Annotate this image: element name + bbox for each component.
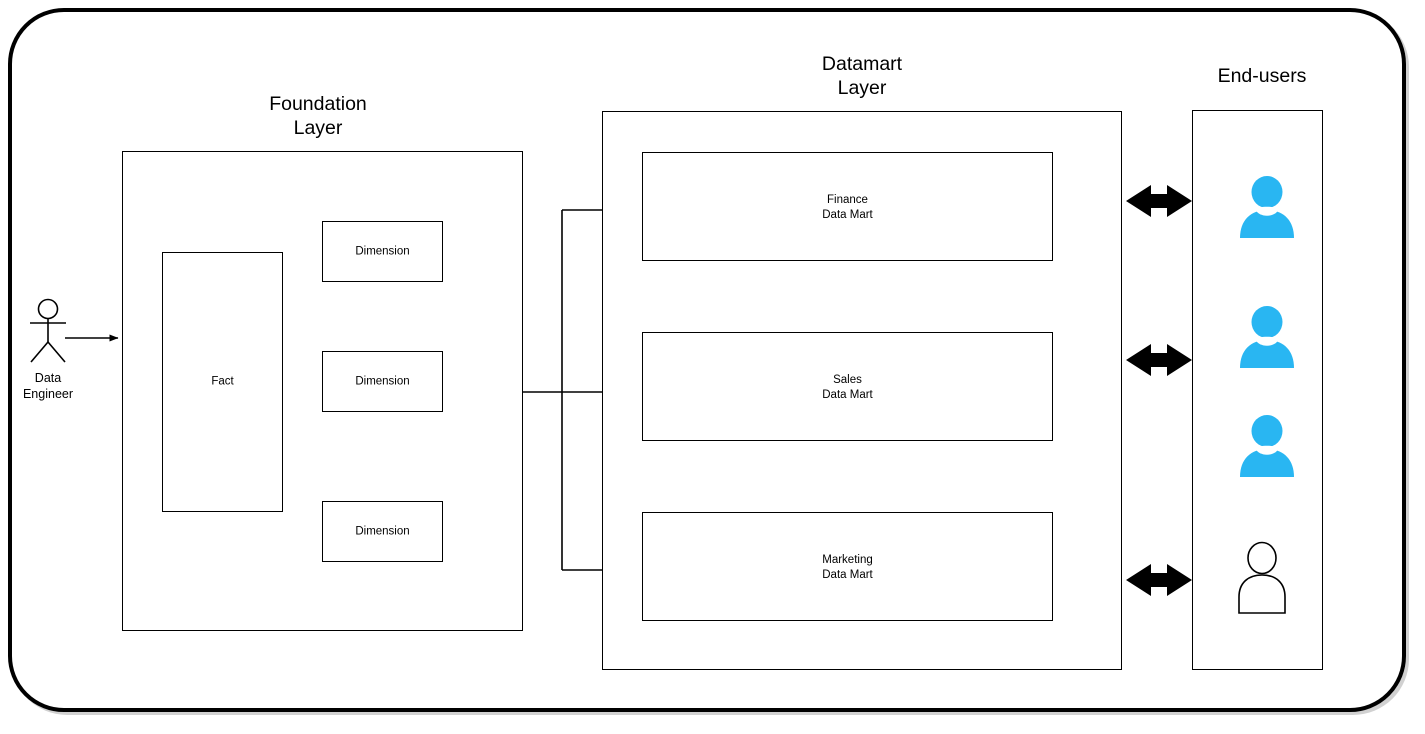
foundation-layer-title: Foundation Layer [269,93,367,139]
outer-frame [8,8,1406,712]
sales-data-mart[interactable]: Sales Data Mart [642,332,1053,441]
data-engineer-caption: Data Engineer [22,371,74,401]
dimension-box-3-label: Dimension [355,525,410,537]
marketing-data-mart[interactable]: Marketing Data Mart [642,512,1053,621]
dimension-box-2[interactable]: Dimension [322,351,443,412]
user-icon-filled-2 [1237,306,1297,368]
finance-data-mart-label: Finance Data Mart [822,194,873,221]
datamart-layer-title: Datamart Layer [821,53,903,99]
user-icon-outline-4 [1232,541,1292,614]
sales-data-mart-label: Sales Data Mart [822,374,873,401]
dimension-box-1-label: Dimension [355,245,410,257]
data-engineer-actor [22,298,74,364]
dimension-box-3[interactable]: Dimension [322,501,443,562]
end-users-title: End-users [1217,65,1307,87]
user-icon-filled-3 [1237,415,1297,477]
finance-data-mart[interactable]: Finance Data Mart [642,152,1053,261]
dimension-box-2-label: Dimension [355,375,410,387]
stick-figure-icon [30,298,66,363]
fact-box-label: Fact [211,375,234,388]
dimension-box-1[interactable]: Dimension [322,221,443,282]
marketing-data-mart-label: Marketing Data Mart [822,554,873,581]
user-icon-filled-1 [1237,176,1297,238]
fact-box[interactable]: Fact [162,252,283,512]
